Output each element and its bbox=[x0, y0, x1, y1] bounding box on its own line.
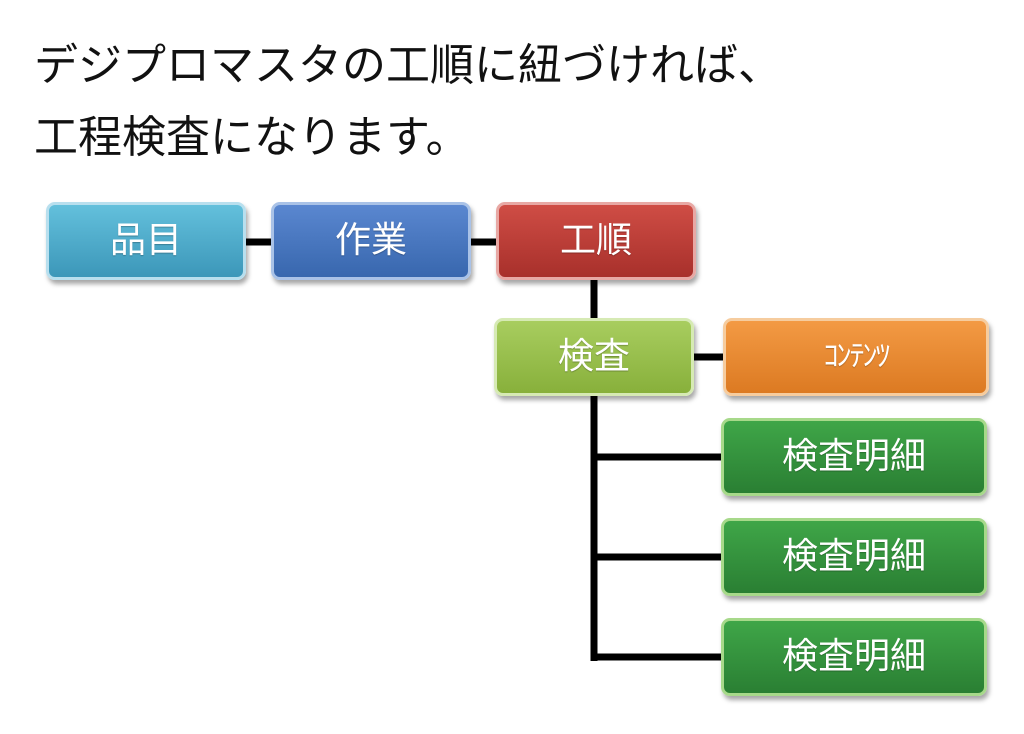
node-process: 工順 bbox=[496, 202, 696, 280]
node-detail-label: 検査明細 bbox=[781, 536, 926, 577]
node-work-label: 作業 bbox=[334, 220, 407, 261]
node-inspection-label: 検査 bbox=[557, 336, 630, 377]
node-item: 品目 bbox=[46, 202, 246, 280]
node-contents: ｺﾝﾃﾝﾂ bbox=[723, 318, 989, 396]
node-inspection: 検査 bbox=[494, 318, 694, 396]
node-inspection-detail-2: 検査明細 bbox=[721, 518, 987, 596]
node-contents-label: ｺﾝﾃﾝﾂ bbox=[823, 339, 891, 374]
node-inspection-detail-1: 検査明細 bbox=[721, 418, 987, 496]
node-detail-label: 検査明細 bbox=[781, 636, 926, 677]
node-process-label: 工順 bbox=[559, 220, 632, 261]
heading-line-1: デジプロマスタの工順に紐づければ、 bbox=[34, 40, 782, 91]
node-detail-label: 検査明細 bbox=[781, 436, 926, 477]
heading-line-2: 工程検査になります。 bbox=[34, 112, 470, 163]
node-inspection-detail-3: 検査明細 bbox=[721, 618, 987, 696]
node-item-label: 品目 bbox=[109, 220, 182, 261]
node-work: 作業 bbox=[271, 202, 471, 280]
